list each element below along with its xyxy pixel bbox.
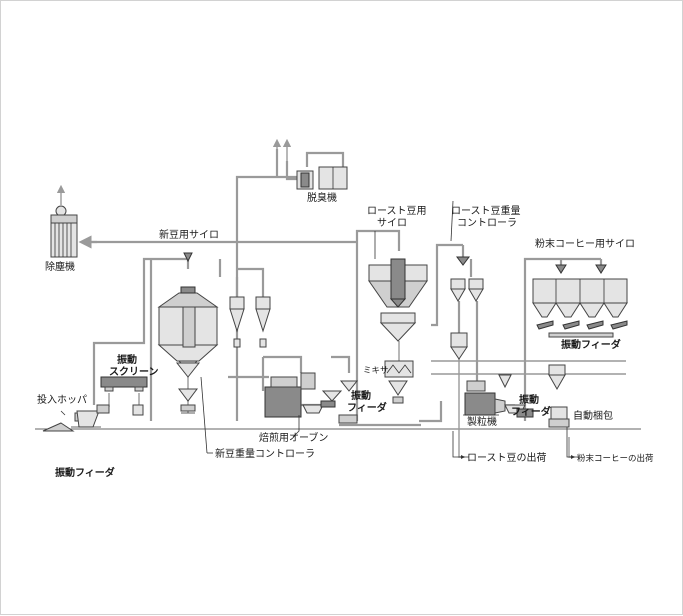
cyclone-right <box>255 296 271 348</box>
label-green-silo: 新豆用サイロ <box>159 228 219 241</box>
label-vib-feeder-mid-line2: フィーダ <box>347 401 387 414</box>
label-roasted-weigh-line1: ロースト豆重量 <box>451 204 521 217</box>
label-vib-feeder-top: 振動フィーダ <box>561 338 621 351</box>
roasted-bean-weigh-controller <box>450 256 484 360</box>
label-vib-feeder-right-line1: 振動 <box>519 393 539 406</box>
label-ground-silo: 粉末コーヒー用サイロ <box>535 237 635 250</box>
vibrating-feeder-mid <box>321 380 359 424</box>
granulator <box>463 380 506 416</box>
silo-discharge-feeders <box>536 320 628 330</box>
label-granulator: 製粒機 <box>467 415 497 428</box>
label-vib-feeder-mid-line1: 振動 <box>351 389 371 402</box>
label-mixer: ミキサ <box>363 366 389 376</box>
dust-collector <box>50 205 78 258</box>
label-hopper: 投入ホッパ <box>37 393 87 406</box>
green-bean-silo <box>157 252 219 372</box>
floor-lines <box>35 360 641 430</box>
ground-coffee-silo <box>532 264 628 338</box>
cyclone-left <box>229 296 245 348</box>
vibrating-feeder-left <box>71 410 101 428</box>
roasted-bean-silo <box>368 258 428 342</box>
label-vib-feeder-right-line2: フィーダ <box>511 405 551 418</box>
label-roasted-silo-line1: ロースト豆用 <box>367 205 427 217</box>
vibrating-feeder-right <box>498 374 534 418</box>
label-vib-feeder-left: 振動フィーダ <box>55 466 115 479</box>
label-vib-screen-line1: 振動 <box>117 353 137 366</box>
label-roasted-silo-line2: サイロ <box>377 217 407 229</box>
label-green-weigh: 新豆重量コントローラ <box>215 447 315 460</box>
roasting-oven <box>264 372 336 418</box>
label-dust-collector: 除塵機 <box>45 260 75 273</box>
leader-lines <box>60 200 575 459</box>
label-roasted-weigh-line2: コントローラ <box>457 217 517 229</box>
mixer <box>384 360 414 404</box>
label-auto-pack: 自動梱包 <box>573 409 613 422</box>
label-vib-screen-line2: スクリーン <box>109 366 159 378</box>
deodorizer <box>296 166 348 190</box>
label-roaster: 焙煎用オーブン <box>259 431 328 444</box>
label-roasted-out: ロースト豆の出荷 <box>467 451 547 464</box>
auto-packer <box>548 364 570 428</box>
vibrating-screen <box>96 376 148 416</box>
green-bean-weigh-controller <box>175 362 201 414</box>
label-ground-out: 粉末コーヒーの出荷 <box>577 453 654 464</box>
label-deodorizer: 脱臭機 <box>307 191 337 204</box>
